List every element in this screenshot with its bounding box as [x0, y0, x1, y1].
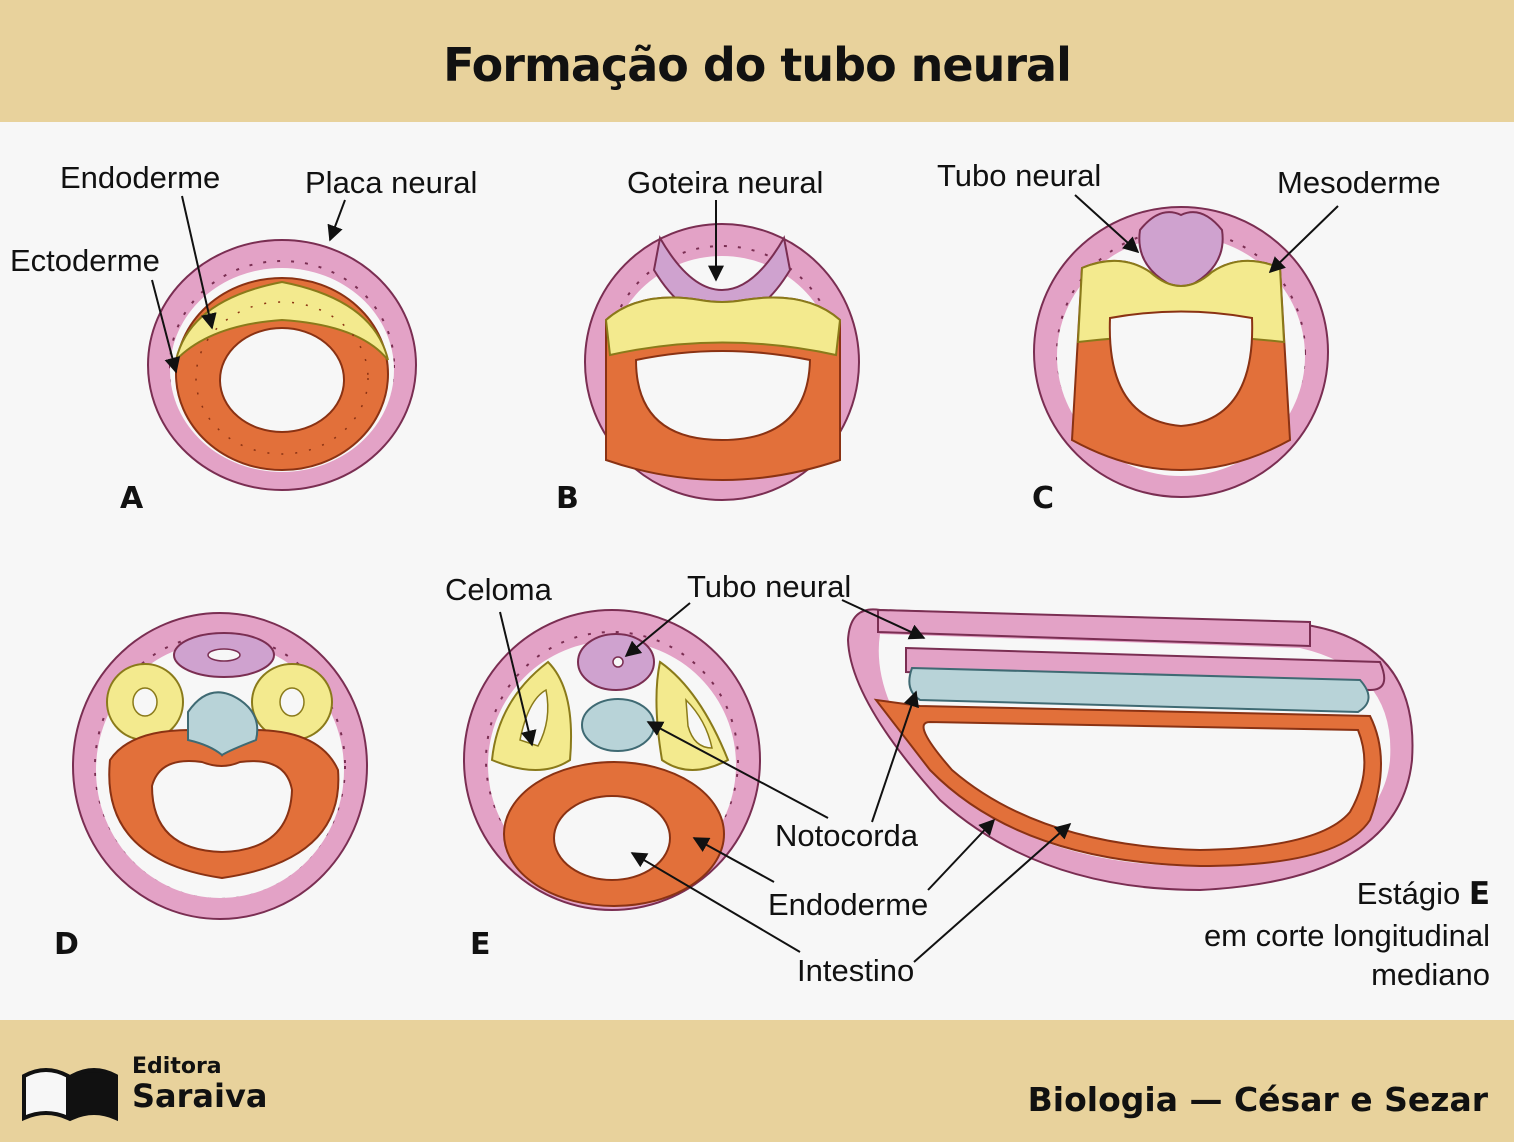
- label-celoma: Celoma: [445, 572, 553, 607]
- pointer-arrows: [151, 194, 1339, 963]
- arrow-endoderme-a: [181, 195, 217, 330]
- publisher-logo: Editora Saraiva: [20, 1056, 280, 1126]
- footer-bar: Editora Saraiva Biologia — César e Sezar: [0, 1020, 1514, 1142]
- label-goteira-neural: Goteira neural: [627, 165, 823, 200]
- embryo-c: [1033, 206, 1329, 498]
- arrow-tubo-neural-c: [1074, 194, 1140, 254]
- arrow-ectoderme: [151, 279, 181, 374]
- label-ectoderme: Ectoderme: [10, 243, 160, 278]
- stage-label-d: D: [54, 927, 79, 962]
- page-title: Formação do tubo neural: [443, 38, 1072, 92]
- label-tubo-neural-e: Tubo neural: [687, 569, 851, 604]
- stage-label-e: E: [470, 927, 491, 962]
- arrow-tubo-neural-e-cross: [624, 602, 691, 658]
- arrow-celoma: [499, 611, 537, 747]
- arrow-placa-neural: [327, 199, 346, 242]
- arrow-endoderme-e-long: [927, 818, 996, 891]
- note-line-3: mediano: [1371, 957, 1490, 992]
- open-book-icon: [22, 1068, 118, 1122]
- label-placa-neural: Placa neural: [305, 165, 477, 200]
- arrow-notocorda-cross: [646, 721, 829, 819]
- embryo-a: [147, 239, 417, 491]
- arrow-tubo-neural-e-long: [841, 599, 926, 640]
- stage-label-c: C: [1032, 481, 1054, 516]
- note-prefix: Estágio: [1357, 876, 1469, 911]
- title-bar: Formação do tubo neural: [0, 0, 1514, 122]
- neural-tube-diagram: Endoderme Placa neural Ectoderme Goteira…: [10, 158, 1490, 992]
- embryo-b: [584, 223, 860, 501]
- note-line-1: Estágio E: [1357, 876, 1490, 912]
- label-mesoderme: Mesoderme: [1277, 165, 1441, 200]
- note-stage: E: [1469, 876, 1490, 912]
- embryo-e: [463, 609, 761, 911]
- publisher-name-line1: Editora: [132, 1054, 222, 1079]
- arrow-notocorda-long: [871, 690, 919, 823]
- arrow-intestino-long: [913, 822, 1072, 963]
- embryo-d: [72, 612, 368, 920]
- book-credit: Biologia — César e Sezar: [1027, 1080, 1488, 1119]
- label-endoderme-a: Endoderme: [60, 160, 220, 195]
- label-tubo-neural-c: Tubo neural: [937, 158, 1101, 193]
- stage-label-a: A: [120, 481, 144, 516]
- label-notocorda: Notocorda: [775, 818, 919, 853]
- label-endoderme-e: Endoderme: [768, 887, 928, 922]
- stage-label-b: B: [556, 481, 579, 516]
- note-line-2: em corte longitudinal: [1204, 918, 1490, 953]
- arrow-endoderme-e-cross: [692, 837, 775, 883]
- arrow-intestino-cross: [630, 852, 801, 953]
- publisher-name-line2: Saraiva: [132, 1077, 268, 1115]
- label-intestino: Intestino: [797, 953, 914, 988]
- embryo-e-longitudinal: [846, 608, 1414, 892]
- arrow-mesoderme: [1268, 205, 1339, 274]
